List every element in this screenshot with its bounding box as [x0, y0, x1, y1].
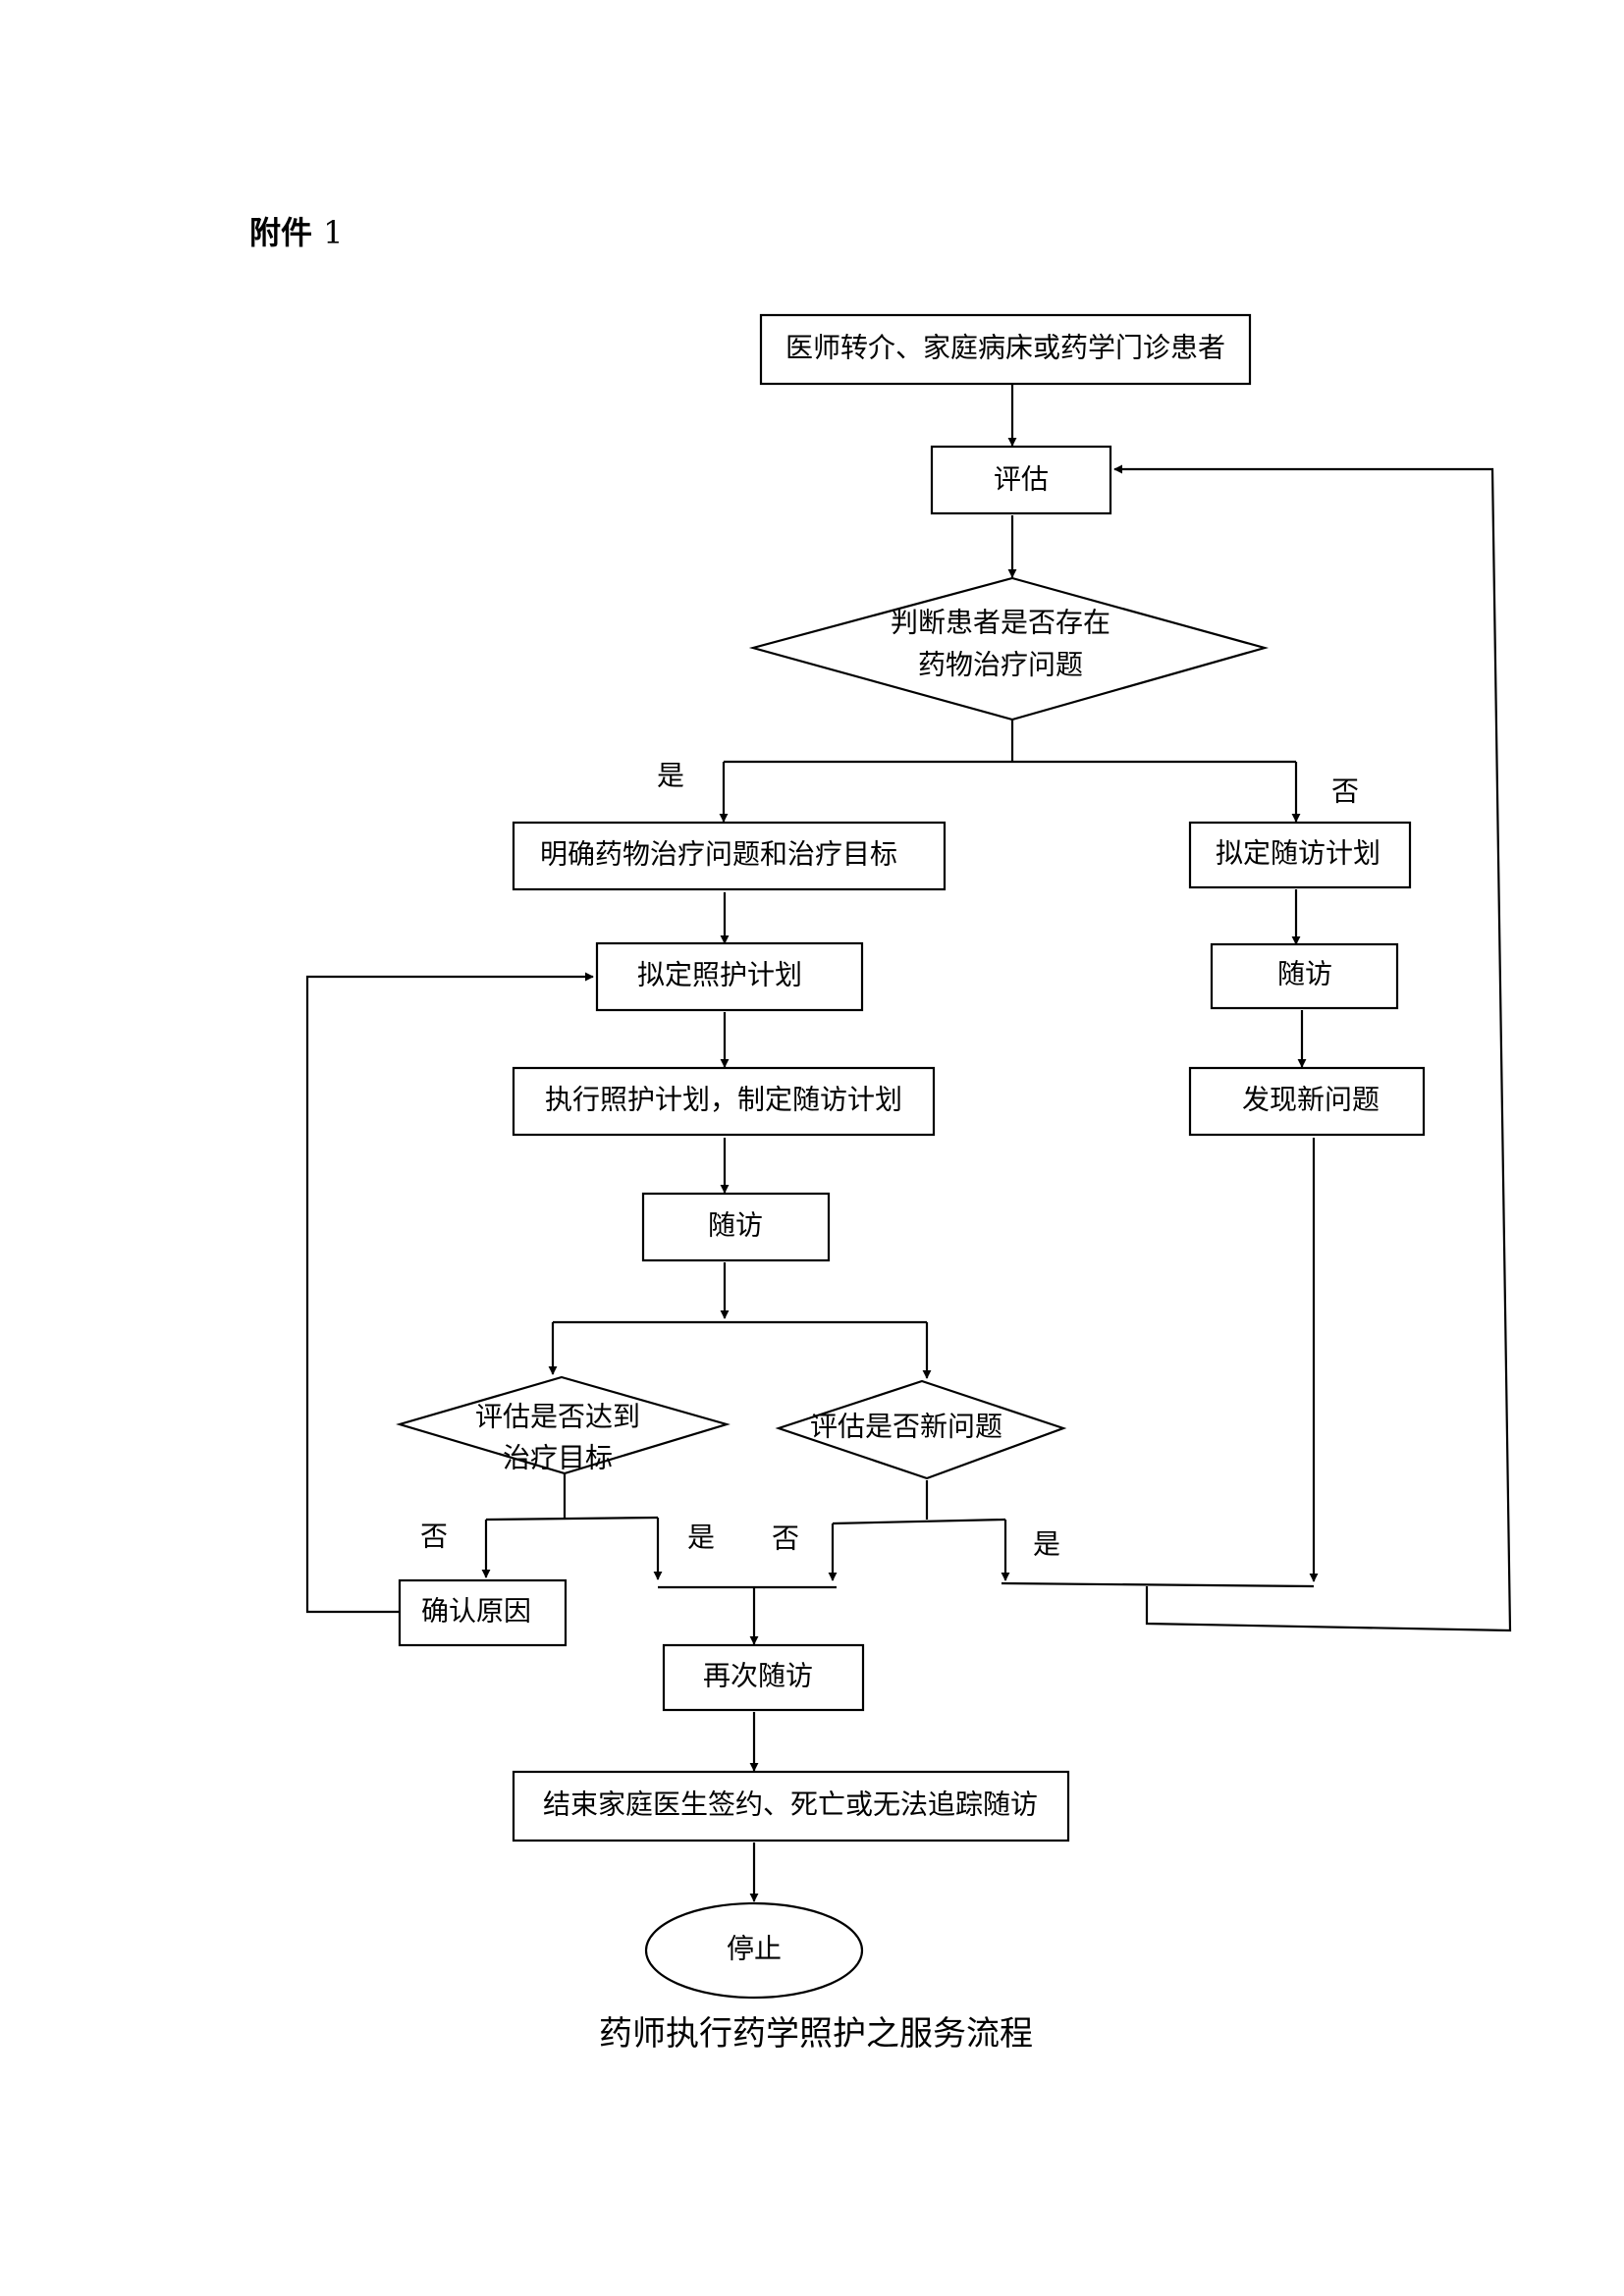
- node-confirm-reason-label: 确认原因: [421, 1595, 531, 1628]
- label-problem-no: 否: [1331, 775, 1359, 808]
- decision-problem-line2: 药物治疗问题: [918, 649, 1083, 681]
- node-followup-right-label: 随访: [1277, 958, 1332, 990]
- decision-goal-line2: 治疗目标: [503, 1442, 613, 1474]
- node-find-new-problem: 发现新问题: [1188, 1066, 1426, 1137]
- label-goal-yes: 是: [687, 1522, 715, 1554]
- edge-right-merge: [1001, 1581, 1315, 1588]
- node-followup-left-label: 随访: [708, 1209, 763, 1242]
- label-new-no: 否: [772, 1522, 799, 1555]
- node-start-label: 医师转介、家庭病床或药学门诊患者: [785, 332, 1225, 364]
- edge-new-split: [832, 1518, 1006, 1525]
- attachment-number: 1: [323, 214, 344, 251]
- node-decision-new-problem: 评估是否新问题: [775, 1379, 1067, 1480]
- node-confirm-reason: 确认原因: [398, 1578, 568, 1647]
- node-stop: 停止: [644, 1901, 864, 2000]
- node-start: 医师转介、家庭病床或药学门诊患者: [759, 313, 1252, 386]
- node-define-goals: 明确药物治疗问题和治疗目标: [512, 821, 947, 891]
- decision-problem-line1: 判断患者是否存在: [891, 607, 1110, 639]
- label-goal-no: 否: [420, 1521, 448, 1553]
- node-draft-followup-plan-label: 拟定随访计划: [1216, 837, 1380, 870]
- edge-goal-split: [485, 1516, 659, 1522]
- attachment-label: 附件: [249, 214, 313, 251]
- node-execute-plan-label: 执行照护计划，制定随访计划: [545, 1084, 902, 1116]
- node-draft-care-plan: 拟定照护计划: [595, 941, 864, 1012]
- node-followup-left: 随访: [641, 1192, 831, 1262]
- node-followup-again-label: 再次随访: [703, 1660, 813, 1692]
- node-define-goals-label: 明确药物治疗问题和治疗目标: [540, 838, 897, 871]
- edge-reassess-loop: [1113, 464, 1512, 1632]
- node-assess-label: 评估: [994, 463, 1049, 496]
- attachment-header: 附件 1: [249, 208, 344, 253]
- node-followup-again: 再次随访: [662, 1643, 865, 1712]
- decision-new-problem-label: 评估是否新问题: [810, 1411, 1002, 1443]
- node-decision-problem: 判断患者是否存在 药物治疗问题: [748, 576, 1270, 721]
- node-draft-followup-plan: 拟定随访计划: [1188, 821, 1412, 889]
- node-decision-goal: 评估是否达到 治疗目标: [396, 1375, 731, 1475]
- node-draft-care-plan-label: 拟定照护计划: [637, 959, 802, 991]
- node-execute-plan: 执行照护计划，制定随访计划: [512, 1066, 936, 1137]
- decision-goal-line1: 评估是否达到: [475, 1401, 640, 1433]
- edge-confirm-loop: [305, 972, 594, 1614]
- node-find-new-problem-label: 发现新问题: [1242, 1084, 1380, 1116]
- node-assess: 评估: [930, 445, 1112, 515]
- node-followup-right: 随访: [1210, 942, 1399, 1010]
- node-stop-label: 停止: [727, 1933, 782, 1965]
- node-end-followup-label: 结束家庭医生签约、死亡或无法追踪随访: [543, 1789, 1038, 1821]
- node-end-followup: 结束家庭医生签约、死亡或无法追踪随访: [512, 1770, 1070, 1842]
- connectors: [305, 385, 1512, 1902]
- diagram-caption: 药师执行药学照护之服务流程: [599, 2014, 1033, 2054]
- label-new-yes: 是: [1033, 1528, 1060, 1561]
- label-problem-yes: 是: [657, 760, 684, 792]
